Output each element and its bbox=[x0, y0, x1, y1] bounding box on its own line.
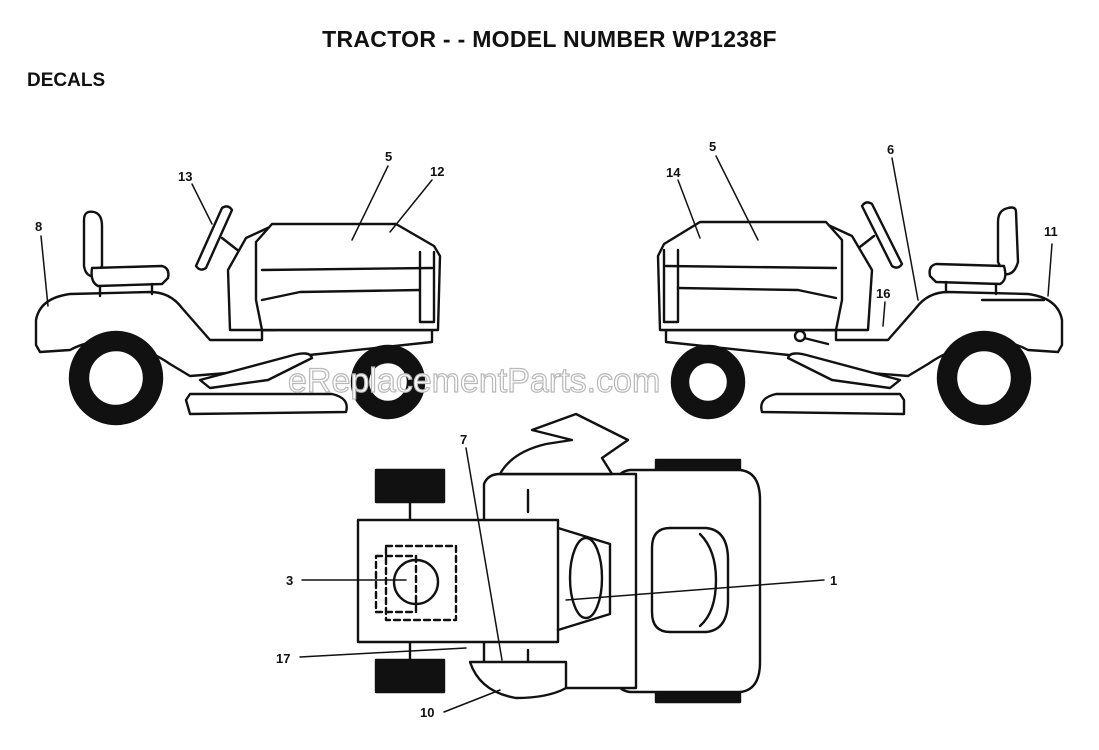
leader-5-left bbox=[351, 165, 389, 241]
deck-lower-arc bbox=[468, 660, 568, 700]
tractor-left-side-view bbox=[34, 205, 442, 426]
rear-wheel-left-rim bbox=[86, 348, 146, 408]
callout-5-right: 5 bbox=[709, 139, 716, 154]
seat-base-right bbox=[944, 280, 998, 296]
leader-17 bbox=[299, 647, 467, 658]
tractor-top-view bbox=[356, 412, 762, 704]
callout-6: 6 bbox=[887, 142, 894, 157]
callout-11: 11 bbox=[1044, 224, 1058, 239]
decal-outline-top bbox=[384, 544, 458, 622]
decal-outline-inner bbox=[374, 554, 418, 614]
leader-11 bbox=[1047, 243, 1053, 297]
seat-back-right bbox=[996, 206, 1020, 276]
decal-circle-top bbox=[392, 558, 440, 606]
mower-deck-left bbox=[184, 392, 348, 416]
callout-10: 10 bbox=[420, 705, 434, 720]
footrest-right bbox=[786, 352, 902, 390]
discharge-chute-top bbox=[498, 412, 630, 476]
mower-deck-right bbox=[760, 392, 906, 416]
hood-scoop-top bbox=[650, 526, 730, 634]
steering-wheel-top bbox=[568, 536, 604, 620]
seat-cushion-right bbox=[928, 262, 1007, 286]
callout-13: 13 bbox=[178, 169, 192, 184]
callout-5-left: 5 bbox=[385, 149, 392, 164]
leader-14 bbox=[677, 179, 701, 239]
callout-7: 7 bbox=[460, 432, 467, 447]
seat-base bbox=[98, 282, 154, 298]
leader-16 bbox=[882, 301, 886, 327]
callout-3: 3 bbox=[286, 573, 293, 588]
callout-17: 17 bbox=[276, 651, 290, 666]
grille-right bbox=[662, 248, 680, 324]
callout-labels: 8 13 5 12 14 5 6 11 16 7 3 1 17 10 bbox=[35, 139, 1058, 720]
hood-line-right bbox=[664, 264, 838, 300]
watermark: eReplacementParts.com bbox=[288, 362, 660, 400]
leader-7 bbox=[465, 447, 503, 661]
hood-scoop-inner bbox=[698, 532, 718, 628]
hood-right bbox=[656, 220, 844, 332]
diagram-title: TRACTOR - - MODEL NUMBER WP1238F bbox=[322, 26, 777, 52]
leader-6 bbox=[891, 157, 919, 301]
rear-wheel-right-rim bbox=[954, 348, 1014, 408]
seat-platform-top bbox=[356, 518, 560, 644]
leader-1 bbox=[565, 579, 825, 601]
hood bbox=[254, 222, 442, 332]
steering-wheel-right bbox=[860, 201, 904, 269]
callout-8: 8 bbox=[35, 219, 42, 234]
rear-tire-top-lower bbox=[374, 658, 446, 694]
section-heading: DECALS bbox=[27, 70, 106, 91]
seat-back bbox=[82, 210, 104, 278]
steering-wheel bbox=[194, 205, 234, 271]
footrest-left bbox=[198, 352, 314, 390]
callout-1: 1 bbox=[830, 573, 837, 588]
leader-8 bbox=[40, 235, 49, 307]
leader-5-right bbox=[715, 155, 759, 241]
callout-leaders bbox=[40, 155, 1053, 713]
front-wheel-right-rim bbox=[686, 360, 730, 404]
leader-12 bbox=[389, 179, 433, 233]
grille bbox=[418, 250, 436, 324]
tractor-right-side-view bbox=[656, 201, 1064, 426]
lift-lever-knob bbox=[793, 329, 807, 343]
callout-16: 16 bbox=[876, 286, 890, 301]
dash-top bbox=[556, 526, 612, 632]
front-wheel-left-rim bbox=[366, 360, 410, 404]
seat-cushion bbox=[90, 264, 170, 288]
rear-tire-top-upper bbox=[374, 468, 446, 504]
callout-14: 14 bbox=[666, 165, 681, 180]
hood-line bbox=[260, 266, 434, 302]
leader-10 bbox=[443, 689, 501, 713]
leader-13 bbox=[191, 183, 213, 225]
callout-12: 12 bbox=[430, 164, 444, 179]
